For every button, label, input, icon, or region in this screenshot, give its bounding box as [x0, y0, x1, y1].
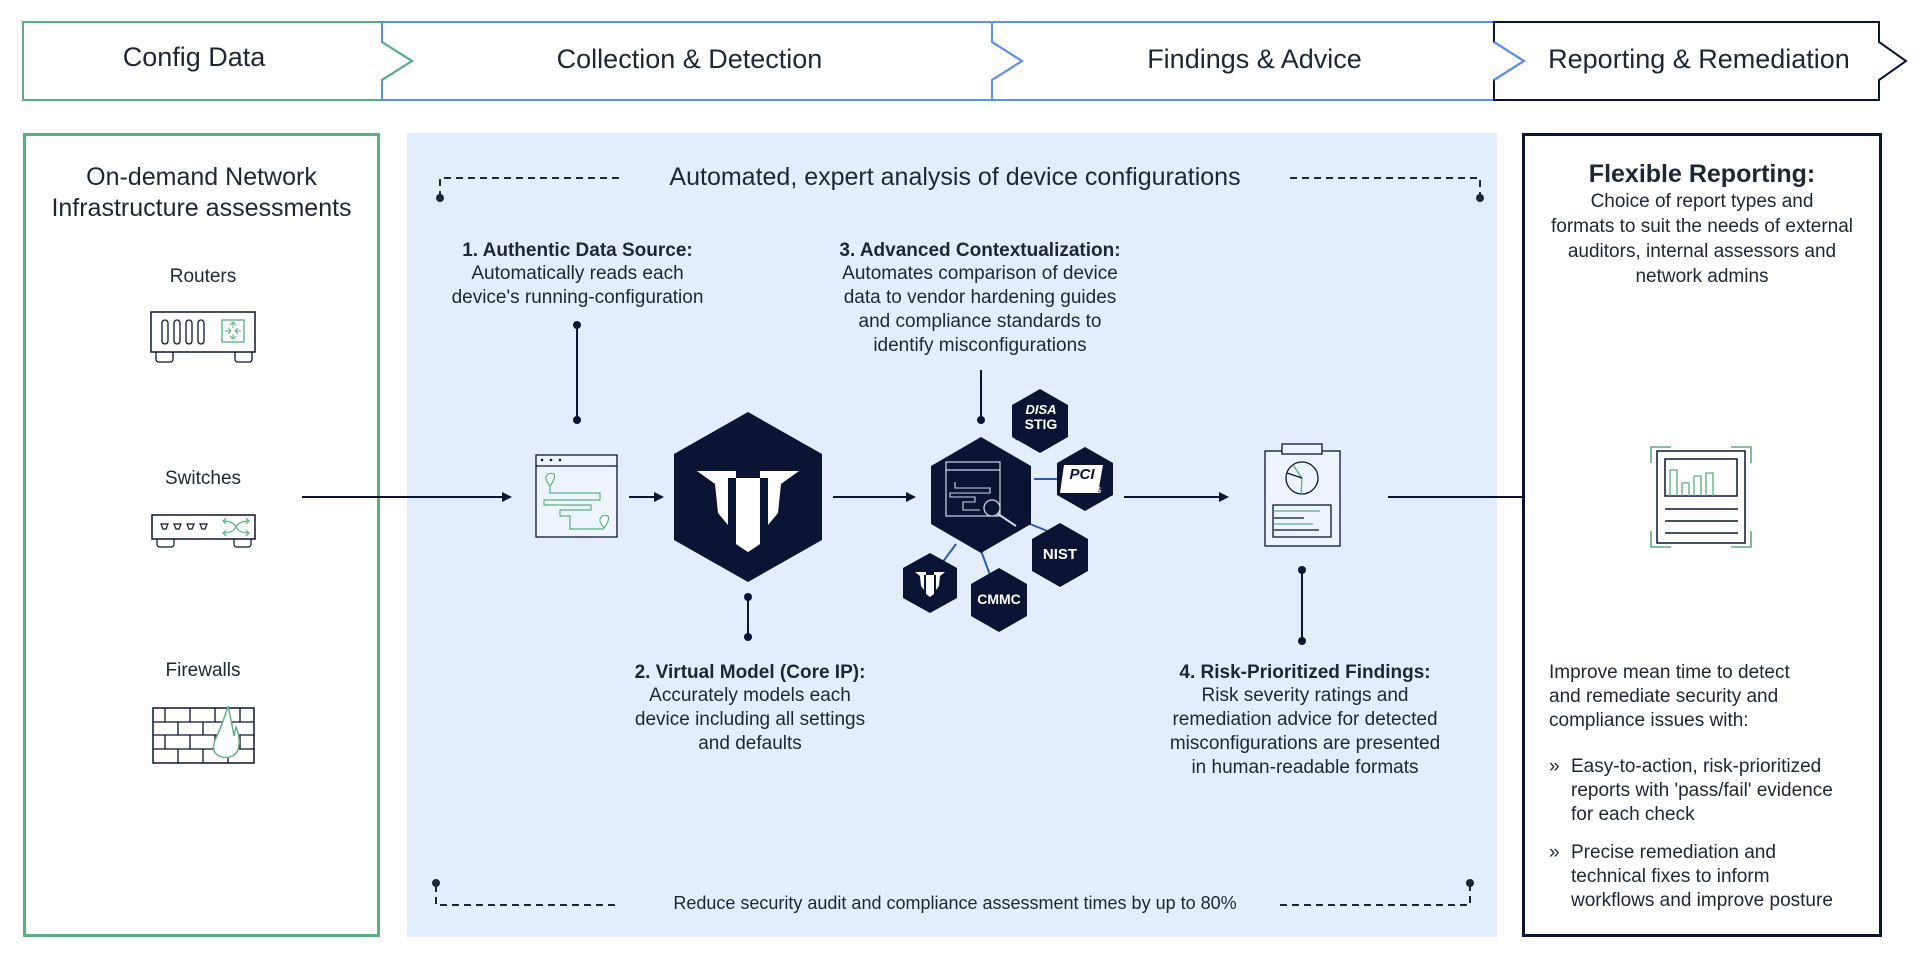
- bullet-item: » Precise remediation and technical fixe…: [1549, 842, 1833, 911]
- standard-label-pci: PCI: [1069, 466, 1095, 483]
- standard-label-cmmc: CMMC: [977, 591, 1021, 607]
- bullet-item: » Easy-to-action, risk-prioritized repor…: [1549, 756, 1833, 825]
- device-label-routers: Routers: [169, 266, 237, 287]
- step-2: 2. Virtual Model (Core IP): Accurately m…: [600, 662, 900, 756]
- chevron-bullet-icon: »: [1549, 842, 1560, 863]
- step-1: 1. Authentic Data Source: Automatically …: [420, 240, 735, 310]
- device-label-switches: Switches: [164, 468, 242, 489]
- report-document-icon: [1650, 446, 1752, 548]
- step-4: 4. Risk-Prioritized Findings: Risk sever…: [1150, 662, 1460, 780]
- analysis-footer-note: Reduce security audit and compliance ass…: [673, 893, 1237, 913]
- stage-label-config-data: Config Data: [122, 42, 266, 72]
- improve-section: Improve mean time to detect and remediat…: [1549, 661, 1869, 913]
- device-label-firewalls: Firewalls: [165, 660, 241, 681]
- step-4-heading: 4. Risk-Prioritized Findings:: [1179, 662, 1431, 683]
- step-3: 3. Advanced Contextualization: Automates…: [810, 240, 1150, 358]
- footer-bracket-bottom: [432, 879, 1474, 906]
- step-3-heading: 3. Advanced Contextualization:: [839, 240, 1121, 261]
- chevron-bullet-icon: »: [1549, 756, 1560, 777]
- config-panel-title: On-demand Network Infrastructure assessm…: [51, 163, 352, 222]
- reporting-title: Flexible Reporting:: [1588, 160, 1816, 188]
- stage-label-findings: Findings & Advice: [1147, 44, 1362, 74]
- reporting-header: Flexible Reporting: Choice of report typ…: [1522, 160, 1882, 289]
- step-2-heading: 2. Virtual Model (Core IP):: [634, 662, 866, 683]
- stage-header: [22, 21, 1908, 101]
- switch-icon: [151, 514, 256, 548]
- stage-label-reporting: Reporting & Remediation: [1548, 44, 1850, 74]
- step-1-heading: 1. Authentic Data Source:: [462, 240, 693, 261]
- standard-label-dss: DSS: [1084, 486, 1102, 495]
- router-icon: [150, 311, 256, 363]
- banner-bracket-top: [436, 177, 1484, 202]
- standard-label-disa-stig: DISA STIG: [1024, 402, 1058, 432]
- standard-label-nist: NIST: [1042, 546, 1078, 563]
- analysis-banner: Automated, expert analysis of device con…: [669, 163, 1241, 191]
- stage-label-collection: Collection & Detection: [556, 44, 823, 74]
- firewall-icon: [152, 706, 255, 764]
